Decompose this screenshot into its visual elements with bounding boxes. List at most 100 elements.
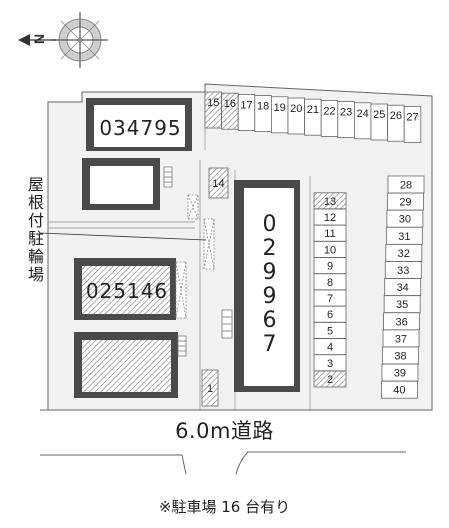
parking-space-number: 38 [394, 351, 406, 363]
road-label: 6.0m道路 [175, 419, 274, 443]
parking-space-5: 5 [313, 321, 347, 339]
parking-space-38: 38 [382, 346, 419, 365]
road-curb [40, 454, 187, 475]
parking-space-26: 26 [387, 104, 405, 142]
parking-space-number: 29 [399, 197, 411, 209]
parking-space-25: 25 [370, 103, 389, 141]
parking-space-31: 31 [385, 226, 423, 245]
parking-space-number: 13 [324, 196, 336, 208]
parking-space-4: 4 [313, 338, 347, 356]
parking-space-number: 3 [327, 358, 333, 370]
parking-space-number: 36 [395, 316, 407, 328]
parking-space-number: 10 [324, 244, 336, 256]
parking-space-number: 20 [290, 103, 302, 115]
parking-space-16: 16 [221, 92, 239, 130]
parking-space-number: 27 [406, 111, 418, 123]
parking-space-number: 22 [323, 105, 335, 117]
parking-space-6: 6 [313, 305, 347, 323]
bicycle-parking-label: 屋根付駐輪場 [27, 175, 44, 284]
parking-space-number: 33 [397, 265, 409, 277]
parking-space-35: 35 [383, 295, 421, 314]
parking-space-number: 5 [327, 325, 333, 337]
parking-space-27: 27 [403, 106, 422, 143]
parking-space-number: 11 [324, 228, 335, 240]
parking-space-39: 39 [381, 363, 419, 382]
parking-space-number: 40 [393, 385, 405, 397]
parking-space-number: 35 [396, 299, 408, 311]
parking-space-number: 4 [327, 342, 333, 354]
parking-space-8: 8 [313, 273, 347, 291]
building-029967-inner [244, 188, 294, 386]
parking-space-30: 30 [386, 209, 424, 228]
parking-space-28: 28 [387, 175, 425, 194]
bicycle-parking-marker [175, 194, 215, 319]
parking-space-40: 40 [380, 380, 418, 399]
parking-space-number: 32 [398, 248, 410, 260]
building-label-025146: 025146 [84, 268, 170, 314]
parking-space-number: 39 [394, 368, 406, 380]
parking-space-33: 33 [384, 261, 422, 279]
parking-space-23: 23 [337, 101, 355, 138]
parking-space-number: 30 [399, 214, 411, 226]
building-north-annex-inner [90, 166, 153, 204]
parking-space-number: 7 [327, 293, 333, 305]
parking-space-number: 12 [324, 212, 336, 224]
parking-space-number: 15 [207, 97, 219, 109]
compass-north-label: N [31, 34, 47, 44]
parking-space-number: 18 [257, 101, 269, 113]
parking-space-number: 19 [274, 102, 286, 114]
building-number: 029967 [262, 212, 278, 357]
parking-space-1: 1 [201, 369, 219, 407]
parking-space-2: 2 [313, 370, 347, 388]
parking-space-number: 31 [398, 231, 410, 243]
parking-space-34: 34 [384, 278, 422, 297]
parking-space-22: 22 [320, 100, 339, 137]
parking-space-14: 14 [208, 167, 229, 199]
parking-space-36: 36 [383, 312, 421, 331]
parking-space-17: 17 [237, 94, 256, 131]
parking-space-37: 37 [382, 329, 420, 348]
building-034795-inner [94, 105, 185, 147]
building-025146-inner [82, 266, 170, 314]
parking-space-number: 23 [340, 107, 352, 119]
parking-space-7: 7 [313, 289, 347, 307]
parking-space-29: 29 [387, 192, 424, 211]
building-south-inner [82, 340, 171, 392]
parking-space-19: 19 [270, 96, 289, 134]
parking-space-number: 24 [357, 108, 369, 120]
parking-space-12: 12 [313, 208, 347, 226]
parking-space-number: 17 [240, 99, 252, 111]
parking-space-number: 6 [327, 309, 333, 321]
building-number: 034795 [99, 116, 182, 140]
parking-space-number: 21 [307, 104, 319, 116]
building-label-034795: 034795 [96, 107, 185, 149]
parking-space-number: 37 [395, 333, 407, 345]
parking-space-number: 2 [327, 374, 333, 386]
parking-space-number: 25 [373, 109, 385, 121]
parking-space-3: 3 [313, 354, 347, 372]
parking-space-number: 1 [207, 383, 213, 395]
parking-space-number: 28 [400, 180, 412, 192]
compass-rose-icon [18, 12, 108, 68]
parking-space-15: 15 [204, 91, 223, 129]
parking-space-11: 11 [313, 224, 347, 242]
parking-space-18: 18 [254, 95, 272, 132]
parking-space-20: 20 [287, 97, 306, 135]
building-number: 025146 [85, 279, 169, 303]
parking-space-24: 24 [353, 102, 372, 140]
parking-space-21: 21 [304, 98, 322, 136]
parking-space-9: 9 [313, 257, 347, 275]
parking-count-note: ※駐車場 16 台有り [158, 498, 291, 516]
parking-space-number: 26 [390, 110, 402, 122]
parking-space-10: 10 [313, 240, 347, 258]
leader-line [39, 232, 207, 241]
parking-space-number: 9 [327, 261, 333, 273]
building-label-029967: 029967 [246, 186, 294, 384]
parking-space-13: 13 [313, 192, 347, 210]
parking-space-number: 34 [397, 282, 409, 294]
parking-space-number: 8 [327, 277, 333, 289]
parking-space-number: 16 [224, 98, 236, 110]
parking-space-number: 14 [212, 178, 224, 190]
